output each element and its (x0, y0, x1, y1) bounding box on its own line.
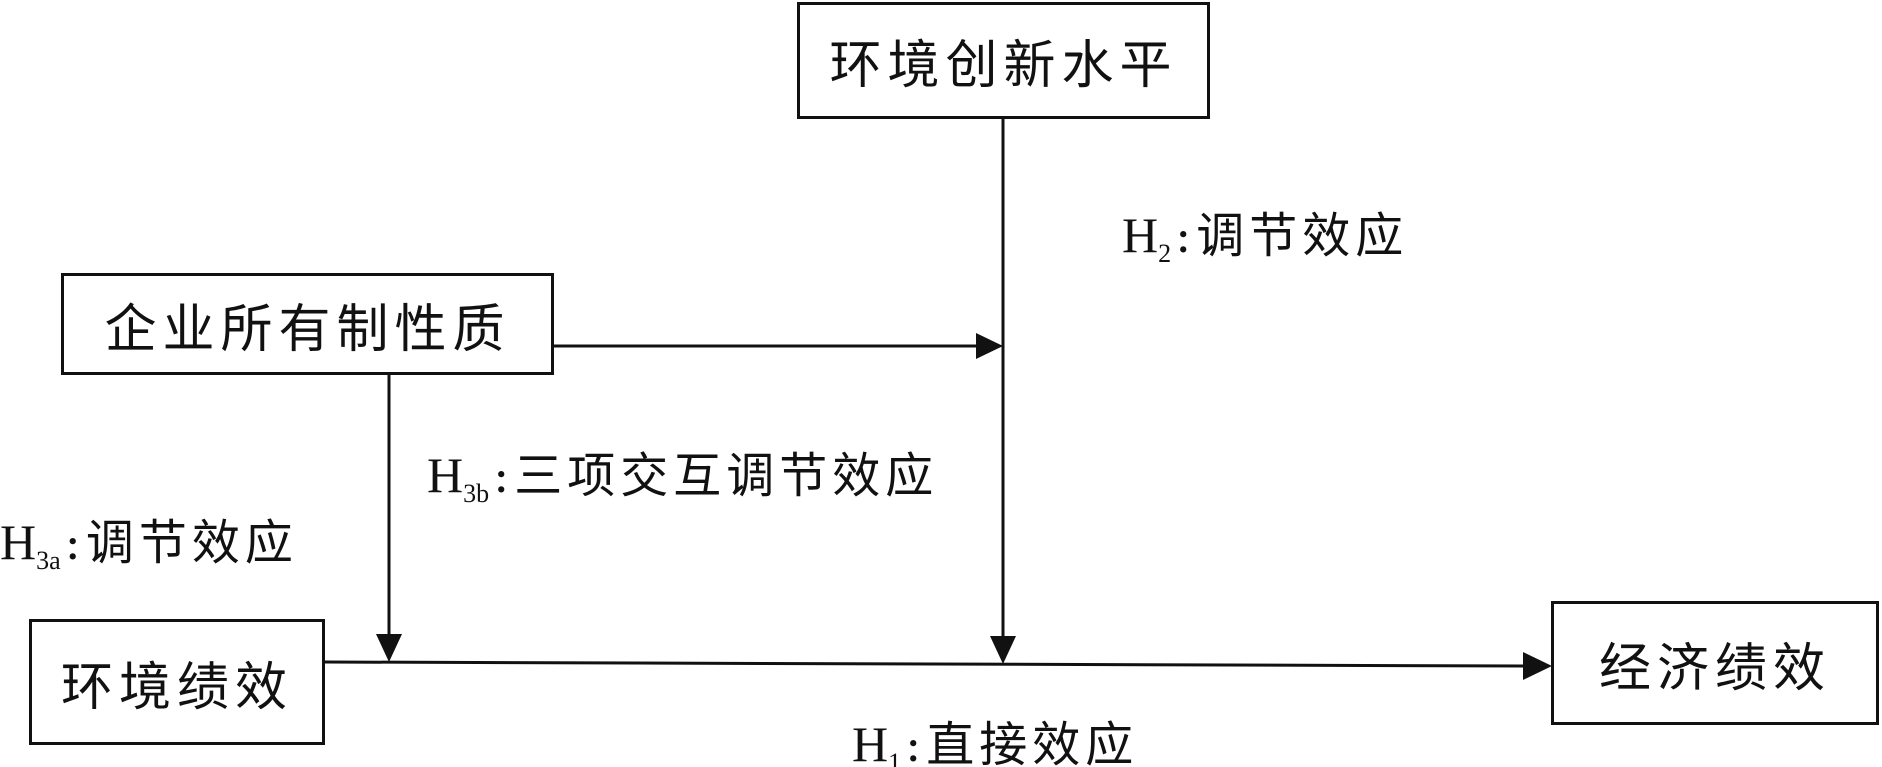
node-economic-performance: 经济绩效 (1551, 601, 1879, 725)
label-h3b: H3b:三项交互调节效应 (427, 447, 939, 508)
node-ownership-nature-label: 企业所有制性质 (104, 299, 511, 360)
label-h3a: H3a:调节效应 (0, 514, 298, 575)
direct-effect-arrow (324, 660, 1526, 668)
direct-effect-arrowhead (1523, 652, 1552, 680)
node-environmental-performance-label: 环境绩效 (60, 657, 293, 718)
label-h2: H2:调节效应 (1122, 207, 1409, 268)
label-h1: H1:直接效应 (852, 716, 1139, 767)
ownership-vertical-arrowhead (376, 634, 402, 662)
innovation-arrowhead (990, 636, 1016, 664)
node-environmental-performance: 环境绩效 (29, 619, 325, 745)
node-ownership-nature: 企业所有制性质 (61, 273, 554, 375)
node-environmental-innovation-label: 环境创新水平 (829, 36, 1178, 96)
ownership-horizontal-arrowhead (976, 333, 1003, 359)
node-economic-performance-label: 经济绩效 (1598, 638, 1831, 699)
node-environmental-innovation: 环境创新水平 (797, 2, 1210, 119)
